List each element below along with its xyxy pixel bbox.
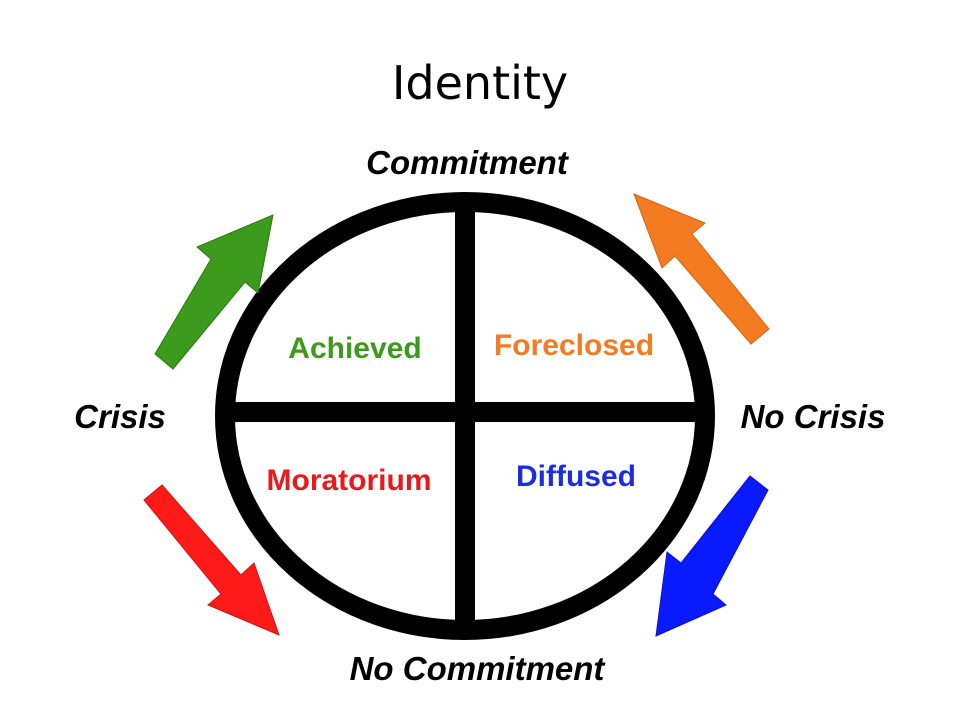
axis-label-no-crisis: No Crisis xyxy=(741,398,886,435)
quadrant-label-diffused: Diffused xyxy=(516,460,636,493)
green-arrow-icon xyxy=(154,214,274,370)
quadrant-label-achieved: Achieved xyxy=(288,332,421,365)
quadrant-label-moratorium: Moratorium xyxy=(267,464,432,497)
red-arrow-icon xyxy=(143,484,280,636)
axis-label-no-commitment: No Commitment xyxy=(350,650,607,687)
axis-label-crisis: Crisis xyxy=(74,398,166,435)
quadrant-label-foreclosed: Foreclosed xyxy=(494,329,654,362)
blue-arrow-icon xyxy=(655,475,769,637)
page-title: Identity xyxy=(391,56,569,110)
axis-label-commitment: Commitment xyxy=(366,144,570,181)
orange-arrow-icon xyxy=(633,193,770,345)
